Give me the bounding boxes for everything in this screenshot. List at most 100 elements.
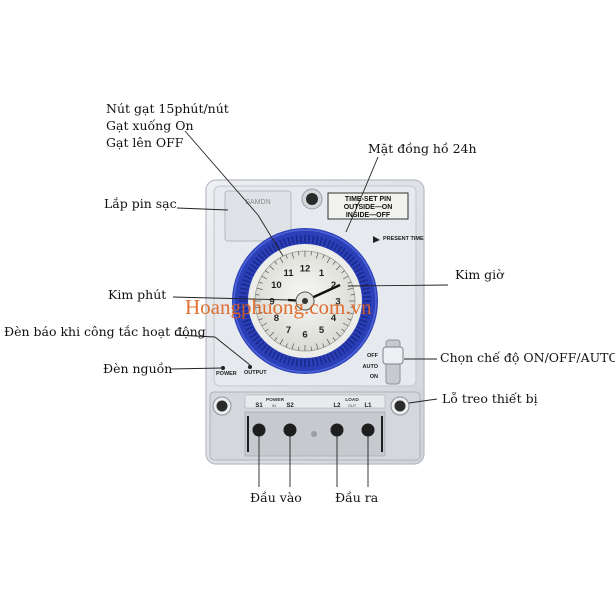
time-set-pin[interactable] xyxy=(240,287,249,291)
time-set-pin[interactable] xyxy=(322,355,327,364)
time-set-pin[interactable] xyxy=(260,250,268,258)
time-set-pin[interactable] xyxy=(348,256,356,264)
time-set-pin[interactable] xyxy=(342,250,350,258)
time-set-pin[interactable] xyxy=(322,238,327,247)
time-set-pin[interactable] xyxy=(295,358,299,367)
time-set-pin[interactable] xyxy=(260,344,268,352)
time-set-pin[interactable] xyxy=(359,318,368,323)
time-set-pin[interactable] xyxy=(247,329,256,335)
time-set-pin[interactable] xyxy=(362,307,371,311)
time-set-pin[interactable] xyxy=(239,303,248,307)
time-set-pin[interactable] xyxy=(315,236,319,245)
time-set-pin[interactable] xyxy=(336,348,343,357)
time-set-pin[interactable] xyxy=(257,253,265,261)
time-set-pin[interactable] xyxy=(242,279,251,284)
time-set-pin[interactable] xyxy=(279,239,284,248)
time-set-pin[interactable] xyxy=(307,235,311,244)
time-set-pin[interactable] xyxy=(267,245,274,254)
time-set-pin[interactable] xyxy=(345,253,353,261)
label-input-terminals: Đầu vào xyxy=(250,490,302,505)
time-set-pin[interactable] xyxy=(245,325,254,331)
time-set-pin[interactable] xyxy=(249,332,258,339)
time-set-pin[interactable] xyxy=(354,267,363,273)
time-set-pin[interactable] xyxy=(326,354,331,363)
time-set-pin[interactable] xyxy=(352,332,361,339)
time-set-pin[interactable] xyxy=(247,267,256,273)
time-set-pin[interactable] xyxy=(333,243,339,252)
time-set-pin[interactable] xyxy=(252,335,260,342)
time-set-pin[interactable] xyxy=(239,291,248,295)
time-set-pin[interactable] xyxy=(291,357,295,366)
terminal-l1-screw[interactable] xyxy=(361,423,375,437)
time-set-pin[interactable] xyxy=(333,350,339,359)
time-set-pin[interactable] xyxy=(245,271,254,277)
terminal-s1-screw[interactable] xyxy=(252,423,266,437)
time-set-pin[interactable] xyxy=(299,235,303,244)
time-set-pin[interactable] xyxy=(315,357,319,366)
time-set-pin[interactable] xyxy=(307,358,311,367)
time-set-pin[interactable] xyxy=(356,325,365,331)
time-set-pin[interactable] xyxy=(326,239,331,248)
time-set-pin[interactable] xyxy=(311,358,315,367)
time-set-pin[interactable] xyxy=(241,283,250,287)
time-set-pin[interactable] xyxy=(352,263,361,270)
time-set-pin[interactable] xyxy=(257,341,265,349)
time-set-pin[interactable] xyxy=(243,275,252,280)
time-set-pin[interactable] xyxy=(311,235,315,244)
time-set-pin[interactable] xyxy=(362,295,371,299)
time-set-pin[interactable] xyxy=(358,275,367,280)
time-set-pin[interactable] xyxy=(356,271,365,277)
time-set-pin[interactable] xyxy=(348,338,356,346)
time-set-pin[interactable] xyxy=(267,348,274,357)
mode-switch-knob[interactable] xyxy=(382,346,404,365)
time-set-pin[interactable] xyxy=(359,279,368,284)
time-set-pin[interactable] xyxy=(361,311,370,315)
time-set-pin[interactable] xyxy=(249,263,258,270)
time-set-pin[interactable] xyxy=(319,237,323,246)
time-set-pin[interactable] xyxy=(271,350,277,359)
time-set-pin[interactable] xyxy=(295,235,299,244)
time-set-pin[interactable] xyxy=(342,344,350,352)
time-set-pin[interactable] xyxy=(252,260,260,267)
time-set-pin[interactable] xyxy=(279,354,284,363)
time-set-pin[interactable] xyxy=(254,256,262,264)
time-set-pin[interactable] xyxy=(362,291,371,295)
time-set-pin[interactable] xyxy=(254,338,262,346)
time-set-pin[interactable] xyxy=(275,241,281,250)
time-set-pin[interactable] xyxy=(239,307,248,311)
battery-cover[interactable] xyxy=(224,190,292,242)
time-set-pin[interactable] xyxy=(240,311,249,315)
time-set-pin[interactable] xyxy=(360,315,369,319)
time-set-pin[interactable] xyxy=(283,238,288,247)
time-set-pin[interactable] xyxy=(264,346,271,354)
time-set-pin[interactable] xyxy=(299,358,303,367)
time-set-pin[interactable] xyxy=(350,335,358,342)
time-set-pin[interactable] xyxy=(336,245,343,254)
time-set-pin[interactable] xyxy=(241,315,250,319)
time-set-pin[interactable] xyxy=(319,356,323,365)
terminal-l2-screw[interactable] xyxy=(330,423,344,437)
time-set-pin[interactable] xyxy=(243,322,252,327)
time-set-pin[interactable] xyxy=(354,329,363,335)
time-set-pin[interactable] xyxy=(283,355,288,364)
time-set-pin[interactable] xyxy=(339,248,346,256)
time-set-pin[interactable] xyxy=(358,322,367,327)
time-set-pin[interactable] xyxy=(362,303,371,307)
time-set-pin[interactable] xyxy=(271,243,277,252)
time-set-pin[interactable] xyxy=(291,236,295,245)
time-set-pin[interactable] xyxy=(350,260,358,267)
time-set-pin[interactable] xyxy=(287,356,291,365)
time-set-pin[interactable] xyxy=(329,352,335,361)
terminal-s2-screw[interactable] xyxy=(283,423,297,437)
time-set-pin[interactable] xyxy=(239,295,248,299)
time-set-pin[interactable] xyxy=(339,346,346,354)
time-set-pin[interactable] xyxy=(242,318,251,323)
time-set-pin[interactable] xyxy=(345,341,353,349)
time-set-pin[interactable] xyxy=(361,287,370,291)
time-set-pin[interactable] xyxy=(264,248,271,256)
time-set-pin[interactable] xyxy=(329,241,335,250)
time-set-pin[interactable] xyxy=(287,237,291,246)
time-set-pin[interactable] xyxy=(275,352,281,361)
time-set-pins[interactable] xyxy=(239,235,371,367)
